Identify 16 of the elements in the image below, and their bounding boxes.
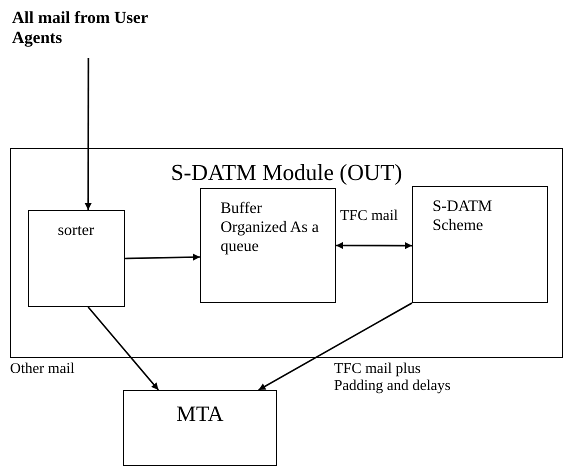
arrow <box>336 242 412 250</box>
process-box <box>123 390 277 466</box>
box-label: S-DATM Scheme <box>432 196 494 235</box>
box-label: sorter <box>56 220 96 240</box>
arrow <box>258 302 412 391</box>
process-box <box>200 188 336 302</box>
arrow <box>124 254 200 261</box>
box-label: MTA <box>175 401 225 428</box>
module-box <box>10 148 563 358</box>
arrow <box>88 306 160 391</box>
process-box <box>28 210 124 306</box>
source-label: All mail from User Agents <box>12 8 148 49</box>
box-label: Buffer Organized As a queue <box>220 198 320 256</box>
arrow <box>84 58 92 210</box>
process-box <box>412 186 548 302</box>
module-title: S-DATM Module (OUT) <box>170 159 404 187</box>
